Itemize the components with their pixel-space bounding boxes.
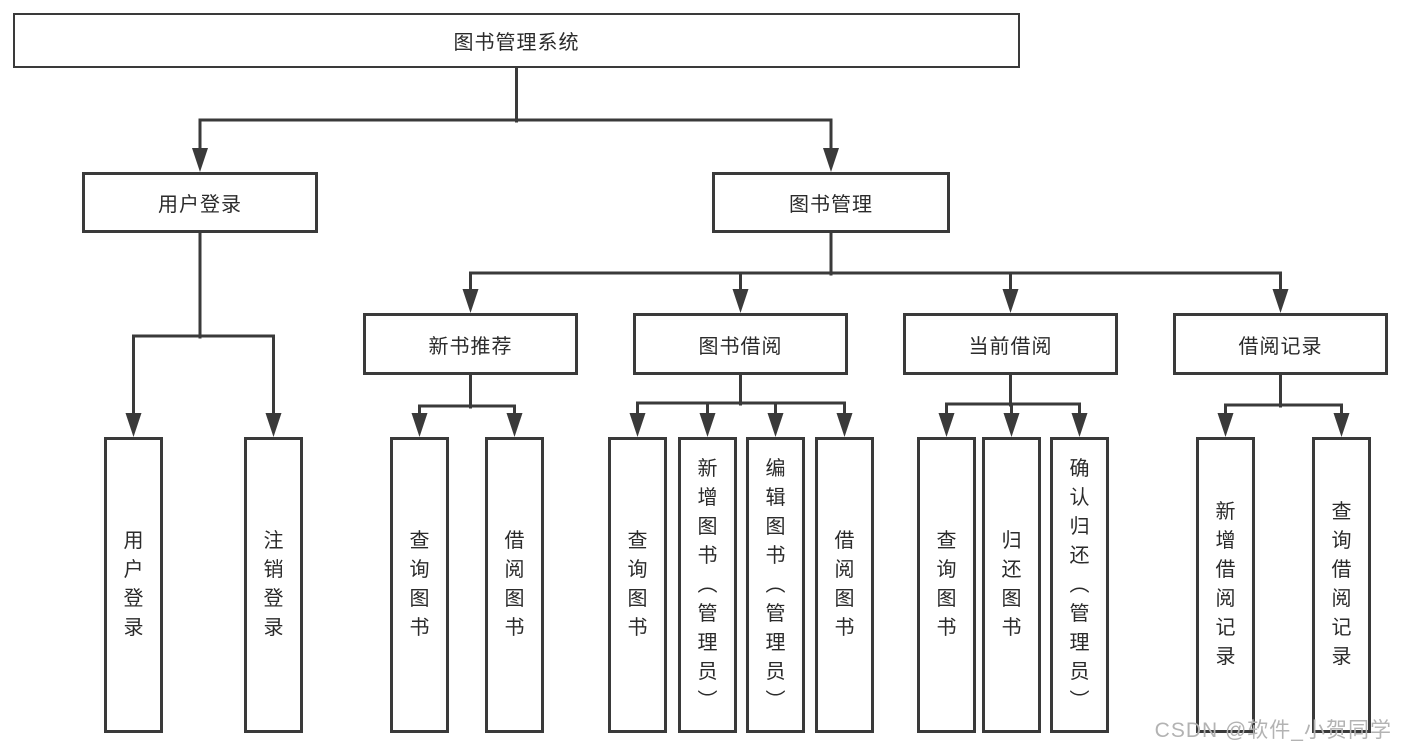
leaf-add-books-admin: 新增图书︵管理员︶ [678,437,737,733]
leaf-query-books-current: 查询图书 [917,437,976,733]
leaf-add-borrow-record: 新增借阅记录 [1196,437,1255,733]
leaf-edit-books-admin: 编辑图书︵管理员︶ [746,437,805,733]
connector-current-borrow-children [938,373,1088,437]
connector-user-login-children [125,231,282,437]
connector-new-book-children [411,373,523,437]
leaf-query-books-recommend: 查询图书 [390,437,449,733]
csdn-watermark: CSDN @软件_小贺同学 [1154,719,1392,742]
node-book-management: 图书管理 [712,172,950,233]
node-borrow-records: 借阅记录 [1173,313,1388,375]
node-book-borrow: 图书借阅 [633,313,848,375]
node-root-system: 图书管理系统 [13,13,1020,68]
leaf-query-books-borrow: 查询图书 [608,437,667,733]
connector-borrow-record-children [1217,373,1350,437]
connector-root-to-level2 [192,66,839,172]
leaf-logout: 注销登录 [244,437,303,733]
leaf-return-books: 归还图书 [982,437,1041,733]
leaf-confirm-return-admin: 确认归还︵管理员︶ [1050,437,1109,733]
connector-book-borrow-children [629,373,853,437]
leaf-query-borrow-record: 查询借阅记录 [1312,437,1371,733]
leaf-borrow-books-recommend: 借阅图书 [485,437,544,733]
leaf-borrow-books: 借阅图书 [815,437,874,733]
node-user-login: 用户登录 [82,172,318,233]
connector-book-management-children [462,231,1289,313]
node-current-borrow: 当前借阅 [903,313,1118,375]
leaf-user-login: 用户登录 [104,437,163,733]
node-new-book-recommend: 新书推荐 [363,313,578,375]
